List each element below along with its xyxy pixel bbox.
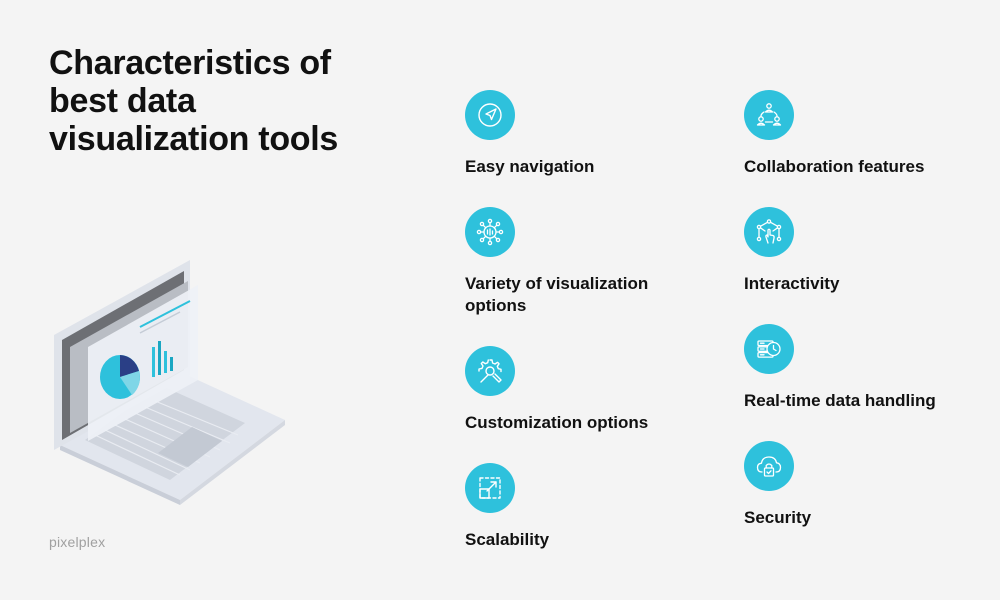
people-network-icon — [744, 90, 794, 140]
feature-interactivity: Interactivity — [744, 207, 984, 295]
feature-real-time-data-handling: Real-time data handling — [744, 324, 984, 412]
feature-label: Collaboration features — [744, 157, 925, 176]
feature-label: Interactivity — [744, 274, 840, 293]
feature-label: Scalability — [465, 530, 550, 549]
brand-logo: pixelplex — [49, 534, 106, 550]
server-clock-icon — [744, 324, 794, 374]
feature-label: Real-time data handling — [744, 391, 936, 410]
network-hub-icon — [465, 207, 515, 257]
feature-easy-navigation: Easy navigation — [465, 90, 705, 178]
cloud-lock-icon — [744, 441, 794, 491]
navigation-arrow-icon — [465, 90, 515, 140]
page-title: Characteristics of best data visualizati… — [49, 44, 339, 158]
feature-variety-of-visualization-options: Variety of visualization options — [465, 207, 705, 317]
feature-customization-options: Customization options — [465, 346, 705, 434]
feature-label: Security — [744, 508, 812, 527]
feature-collaboration-features: Collaboration features — [744, 90, 984, 178]
feature-label: Customization options — [465, 413, 649, 432]
feature-security: Security — [744, 441, 984, 529]
touch-network-icon — [744, 207, 794, 257]
laptop-illustration — [54, 260, 285, 505]
gear-wrench-icon — [465, 346, 515, 396]
expand-arrow-icon — [465, 463, 515, 513]
feature-label: Easy navigation — [465, 157, 595, 176]
feature-label: Variety of visualization options — [465, 274, 649, 315]
feature-scalability: Scalability — [465, 463, 705, 551]
